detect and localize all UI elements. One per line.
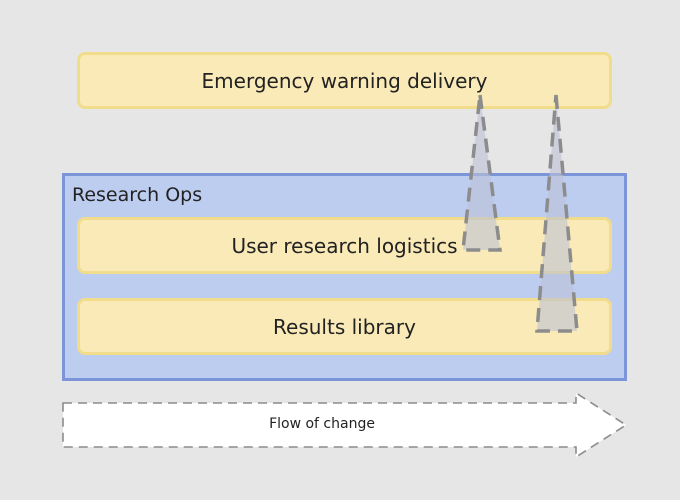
flow-of-change-arrow xyxy=(62,391,628,459)
emergency-warning-label: Emergency warning delivery xyxy=(201,68,488,93)
flow-of-change-label: Flow of change xyxy=(269,416,375,432)
dashed-triangle-library xyxy=(535,94,579,333)
emergency-warning-box: Emergency warning delivery xyxy=(77,52,612,109)
results-library-label: Results library xyxy=(273,314,416,339)
dashed-triangle-logistics xyxy=(461,94,502,252)
results-library-box: Results library xyxy=(77,298,612,355)
user-research-logistics-label: User research logistics xyxy=(231,233,458,258)
research-ops-title: Research Ops xyxy=(72,184,203,206)
user-research-logistics-box: User research logistics xyxy=(77,217,612,274)
